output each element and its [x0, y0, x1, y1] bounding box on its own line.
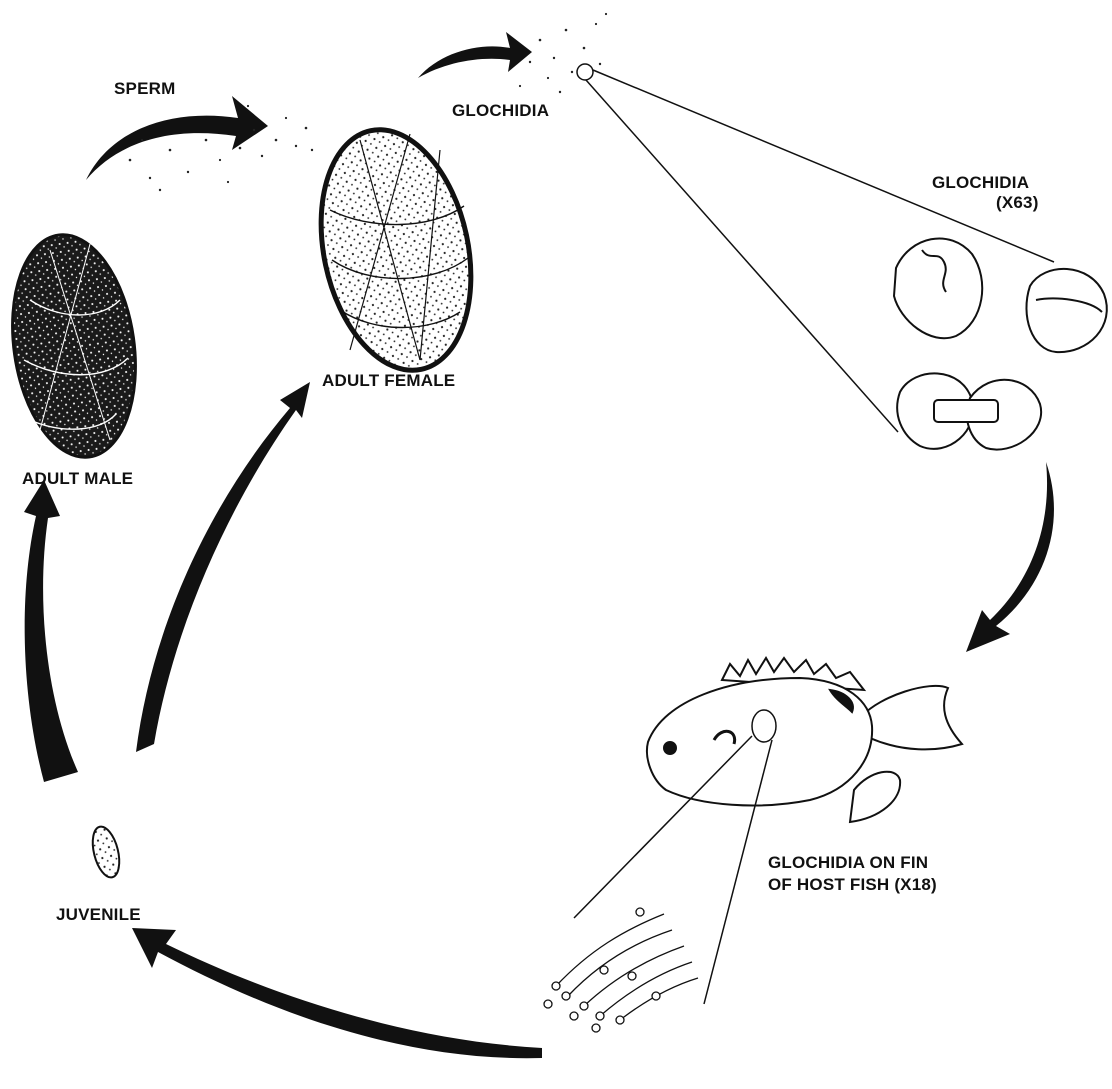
- magnified-glochidia: [894, 238, 1107, 449]
- glochidia-release-arrow: [418, 32, 532, 78]
- glochidia-on-fin-label-line1: GLOCHIDIA ON FIN: [768, 852, 928, 873]
- juvenile-mussel: [88, 824, 124, 880]
- host-fish: [647, 658, 962, 822]
- adult-female-label: ADULT FEMALE: [322, 370, 455, 391]
- arrow-to-juvenile: [132, 928, 542, 1058]
- fin-rays-with-glochidia: [544, 908, 698, 1032]
- adult-male-mussel: [0, 227, 149, 466]
- sperm-arrow: [86, 96, 268, 180]
- arrow-to-adult-female: [136, 382, 310, 752]
- glochidia-magnified-label-line2: (X63): [996, 192, 1039, 213]
- glochidia-label: GLOCHIDIA: [452, 100, 549, 121]
- glochidia-magnified-label-line1: GLOCHIDIA: [932, 172, 1029, 193]
- arrow-to-host-fish: [966, 462, 1054, 652]
- glochidia-dots: [519, 13, 607, 93]
- juvenile-label: JUVENILE: [56, 904, 141, 925]
- sperm-label: SPERM: [114, 78, 175, 99]
- adult-female-mussel: [300, 116, 492, 385]
- glochidia-on-fin-label-line2: OF HOST FISH (X18): [768, 874, 937, 895]
- adult-male-label: ADULT MALE: [22, 468, 133, 489]
- glochidium-magnify-circle: [577, 64, 593, 80]
- arrow-to-adult-male: [24, 480, 78, 782]
